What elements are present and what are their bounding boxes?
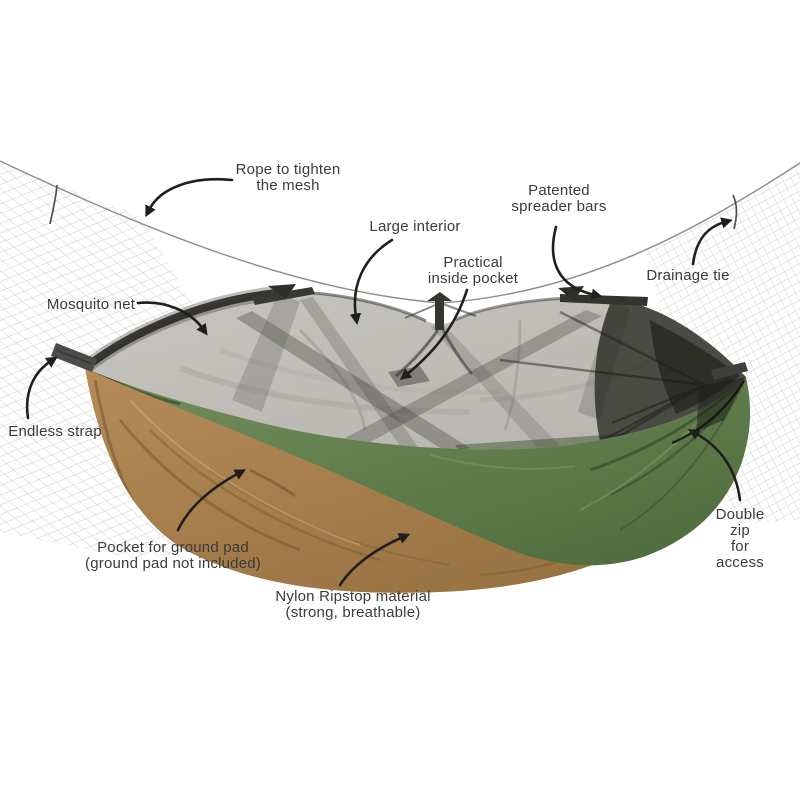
spreader-bar-right (560, 294, 648, 306)
rope-end-tie (49, 184, 58, 225)
background-mesh-right (645, 167, 800, 524)
label-drainage-tie: Drainage tie (646, 267, 730, 284)
arrow-drainage-tie (691, 217, 733, 266)
label-rope-to-tighten-mesh: Rope to tighten the mesh (235, 161, 341, 194)
label-nylon-ripstop-material: Nylon Ripstop material (strong, breathab… (275, 588, 431, 621)
arrow-large-interior (349, 238, 394, 325)
arrow-patented-spreader-bars (551, 225, 603, 300)
arrow-pocket-for-ground-pad (176, 469, 247, 532)
arrow-rope-to-tighten (145, 177, 234, 218)
mosquito-net-body (80, 284, 746, 450)
label-mosquito-net: Mosquito net (46, 296, 136, 313)
arrow-nylon-ripstop (338, 533, 411, 587)
arrow-double-zip (687, 429, 742, 502)
arrow-endless-strap (25, 356, 58, 420)
end-bar-right (711, 362, 748, 380)
label-endless-strap: Endless strap (8, 423, 102, 440)
callout-arrows (25, 177, 742, 587)
drainage-tie-cord (732, 194, 738, 230)
label-practical-inside-pocket: Practical inside pocket (427, 254, 519, 287)
label-pocket-for-ground-pad: Pocket for ground pad (ground pad not in… (85, 539, 261, 572)
label-large-interior: Large interior (369, 218, 461, 235)
green-fabric (85, 368, 751, 566)
label-patented-spreader-bars: Patented spreader bars (511, 182, 607, 215)
arrow-practical-inside-pocket (399, 288, 469, 381)
label-double-zip-for-access: Double zip for access (715, 506, 765, 571)
double-zip-seam (671, 380, 745, 445)
arrow-mosquito-net (136, 301, 208, 336)
